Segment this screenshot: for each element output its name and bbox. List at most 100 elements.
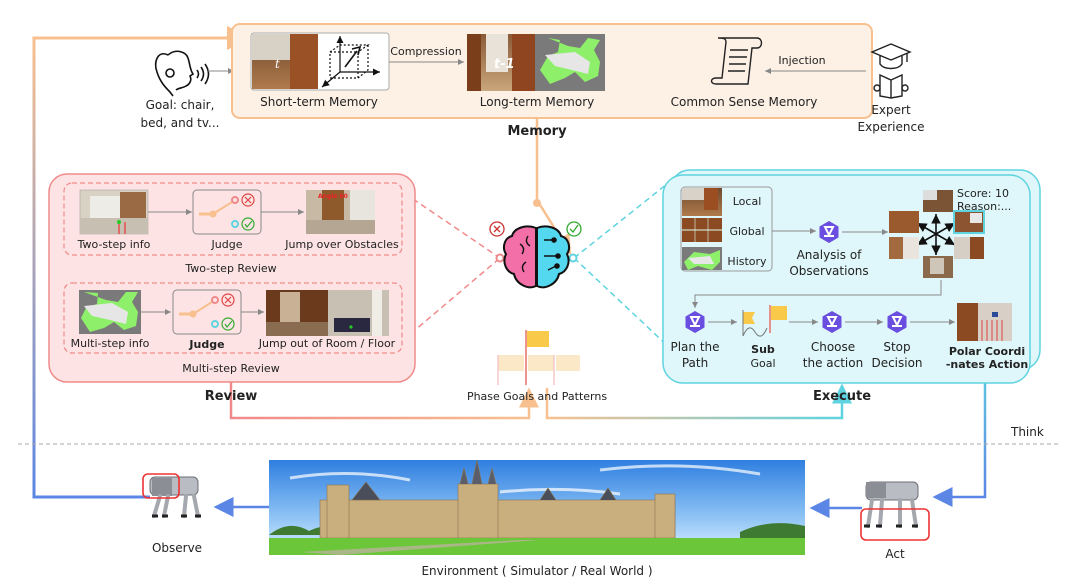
injection-label: Injection xyxy=(778,54,825,67)
robot-dog-icon xyxy=(864,481,919,528)
view-300 xyxy=(889,211,919,233)
execute-to-act-arrow xyxy=(932,350,987,507)
view-0 xyxy=(923,190,953,212)
goal-label-line2: bed, and tv... xyxy=(141,116,220,130)
reject-node xyxy=(231,196,239,204)
speaking-head-icon xyxy=(154,50,210,97)
view-60-selected xyxy=(953,210,985,234)
two-step-review-title: Two-step Review xyxy=(184,262,276,275)
graduate-reading-icon xyxy=(870,43,912,99)
step-plan-path: Plan the Path xyxy=(670,310,720,370)
views-to-plan-arrow xyxy=(692,280,942,308)
multi-step-judge-label: Judge xyxy=(188,338,224,351)
robot-dog-icon xyxy=(149,476,201,518)
two-step-info-image xyxy=(79,189,149,235)
step-line1: Polar Coordi xyxy=(949,345,1025,358)
scroll-icon xyxy=(710,37,763,85)
execute-module: Local Global History Analysis of Observa… xyxy=(662,169,1041,404)
castle xyxy=(319,459,676,539)
step-stop-decision: Stop Decision xyxy=(871,310,923,370)
jump-out-of-room-images xyxy=(266,290,389,336)
environment-label: Environment ( Simulator / Real World ) xyxy=(421,564,652,578)
angle-tag: Angle 60 xyxy=(318,193,348,200)
brain-hub xyxy=(489,221,582,289)
view-180 xyxy=(923,256,953,278)
review-title: Review xyxy=(205,389,258,404)
sub-goal-flags-icon xyxy=(742,305,787,337)
observe-robot: Observe xyxy=(142,473,202,555)
x-circle-icon xyxy=(221,293,235,307)
step-line1: Stop xyxy=(883,340,910,354)
common-sense-memory-label: Common Sense Memory xyxy=(671,95,818,109)
act-robot: Act xyxy=(860,481,930,561)
x-circle-icon xyxy=(241,193,255,207)
step-line1: Plan the xyxy=(670,340,719,354)
expert-experience: Expert Experience xyxy=(858,43,925,134)
check-circle-icon xyxy=(241,217,255,231)
step-line2: the action xyxy=(803,356,863,370)
global-view-image xyxy=(682,218,722,242)
score-line1: Score: 10 xyxy=(957,187,1009,200)
step-sub-goal: Sub Goal xyxy=(742,305,787,370)
check-circle-icon xyxy=(566,221,582,237)
camera-highlight xyxy=(142,473,180,499)
short-term-memory-label: Short-term Memory xyxy=(260,95,378,109)
legs-highlight xyxy=(860,508,930,541)
goal-speaker: Goal: chair, bed, and tv... xyxy=(141,50,234,130)
two-step-judge-switch xyxy=(192,189,262,235)
common-sense-memory: Common Sense Memory xyxy=(671,37,818,109)
two-step-review-box xyxy=(63,182,403,256)
expert-line1: Expert xyxy=(871,103,911,117)
long-term-map-image xyxy=(535,34,605,91)
memory-title: Memory xyxy=(507,124,567,139)
step-polar-action: Polar Coordi -nates Action xyxy=(946,303,1028,371)
execute-title: Execute xyxy=(813,389,871,404)
step-choose-action: Choose the action xyxy=(803,310,863,370)
step-line1: Choose xyxy=(811,340,855,354)
long-term-frame-image: t-1 xyxy=(467,34,535,91)
polar-action-image xyxy=(957,303,1012,341)
accept-node xyxy=(211,320,219,328)
two-step-info-label: Two-step info xyxy=(77,238,151,251)
multi-step-review-title: Multi-step Review xyxy=(182,362,279,375)
step-line1: Sub xyxy=(751,343,775,356)
review-to-phase-arrow xyxy=(229,382,539,420)
multi-step-info-label: Multi-step info xyxy=(71,337,150,350)
view-120 xyxy=(954,237,984,259)
phase-goals-label: Phase Goals and Patterns xyxy=(467,390,607,403)
multi-step-review-box xyxy=(63,282,403,354)
history-label: History xyxy=(727,255,767,268)
analysis-line2: Observations xyxy=(789,264,868,278)
review-module: Two-step info Judge Angle 60 Jump over O… xyxy=(48,173,416,404)
accept-node xyxy=(231,220,239,228)
brain-icon xyxy=(503,225,570,289)
phase-to-execute-arrow xyxy=(545,383,852,420)
long-term-memory-label: Long-term Memory xyxy=(480,95,595,109)
observe-label: Observe xyxy=(152,541,202,555)
observation-panel: Local Global History xyxy=(680,186,773,272)
two-step-judge-label: Judge xyxy=(211,238,243,251)
local-view-image xyxy=(682,188,722,216)
act-label: Act xyxy=(885,547,905,561)
phase-goals-flags-icon xyxy=(497,330,580,385)
x-circle-icon xyxy=(489,221,505,237)
global-label: Global xyxy=(729,225,764,238)
expert-line2: Experience xyxy=(858,120,925,134)
compression-label: Compression xyxy=(390,45,461,58)
panoramic-views xyxy=(889,190,985,278)
history-map-image xyxy=(682,247,722,270)
goal-label-line1: Goal: chair, xyxy=(146,98,215,112)
jump-over-obstacles-image: Angle 60 xyxy=(306,190,375,234)
step-line2: -nates Action xyxy=(946,358,1028,371)
star-direction-arrows xyxy=(916,214,956,255)
multi-step-judge-switch xyxy=(172,289,242,335)
long-term-frame-tag: t-1 xyxy=(494,57,515,72)
step-line2: Decision xyxy=(871,356,922,370)
execute-dashed-connectors xyxy=(573,179,673,351)
score-line2: Reason:... xyxy=(957,200,1011,213)
short-term-memory: t Short-term Memory xyxy=(250,32,390,109)
environment-image xyxy=(269,459,805,555)
long-term-memory: t-1 Long-term Memory xyxy=(467,34,605,109)
execute-port xyxy=(568,253,578,263)
analysis-line1: Analysis of xyxy=(797,248,863,262)
